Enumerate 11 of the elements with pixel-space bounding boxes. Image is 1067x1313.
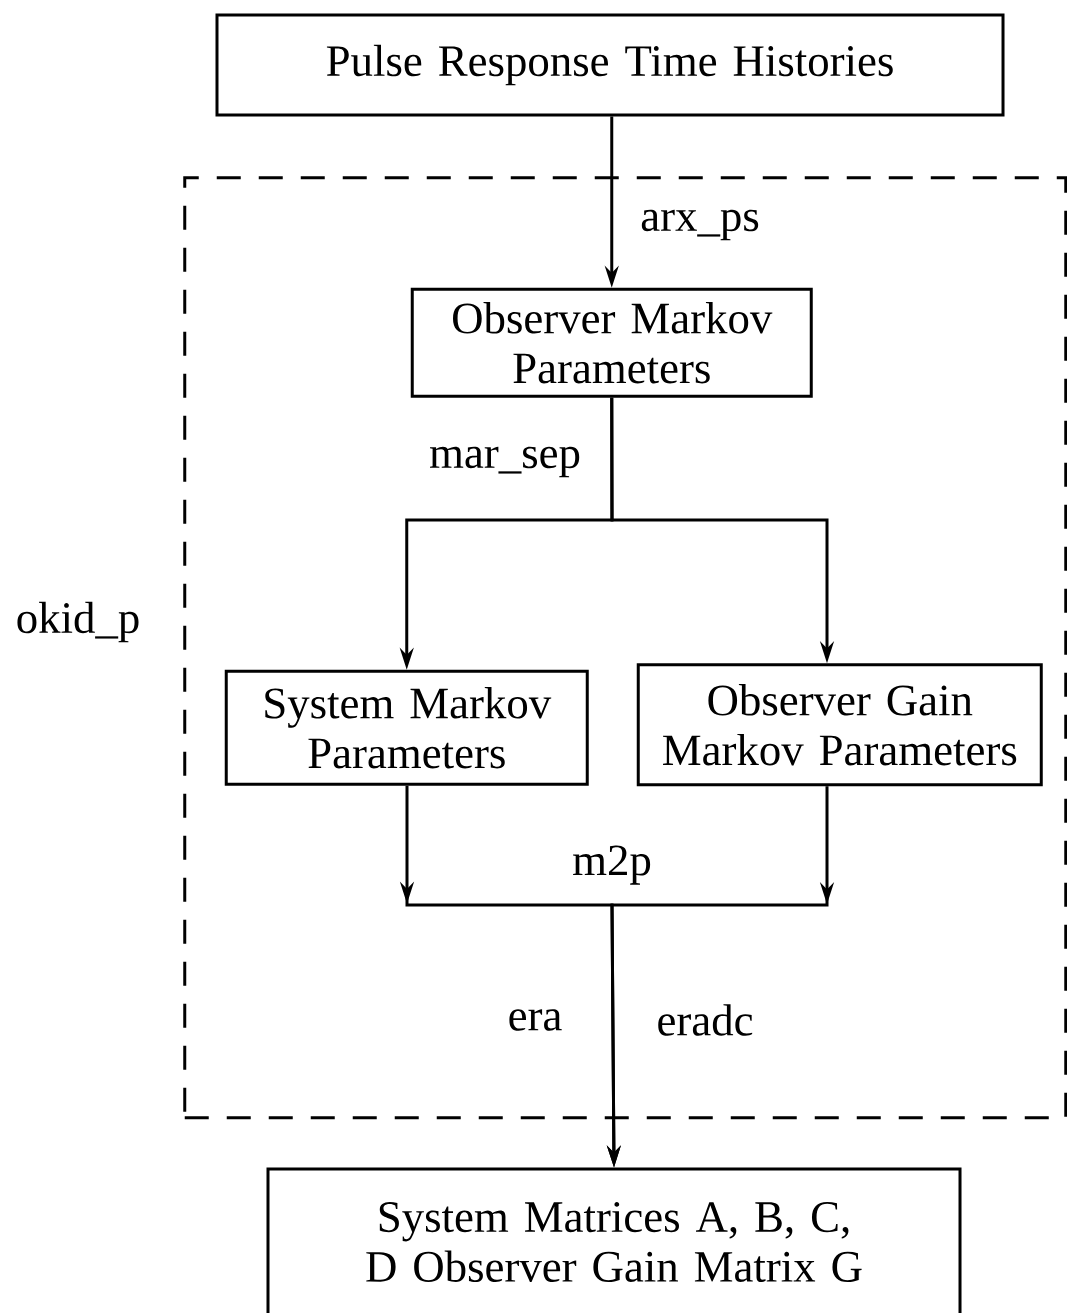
edge-label: arx_ps	[637, 206, 763, 244]
label: era	[509, 1009, 562, 1031]
process-box: Pulse Response Time Histories	[215, 13, 1005, 117]
label: eradc	[658, 1004, 753, 1036]
process-box: Observer Gain Markov Parameters	[636, 663, 1043, 787]
process-box: System Matrices A, B, C, D Observer Gain Matrix G	[266, 1167, 962, 1313]
edge-label: m2p	[569, 842, 655, 888]
node-label: okid_p	[17, 601, 139, 643]
process-box: System Markov Parameters	[224, 669, 589, 786]
process-box: Observer Markov Parameters	[410, 287, 813, 398]
edge-label: mar_sep	[426, 443, 584, 481]
